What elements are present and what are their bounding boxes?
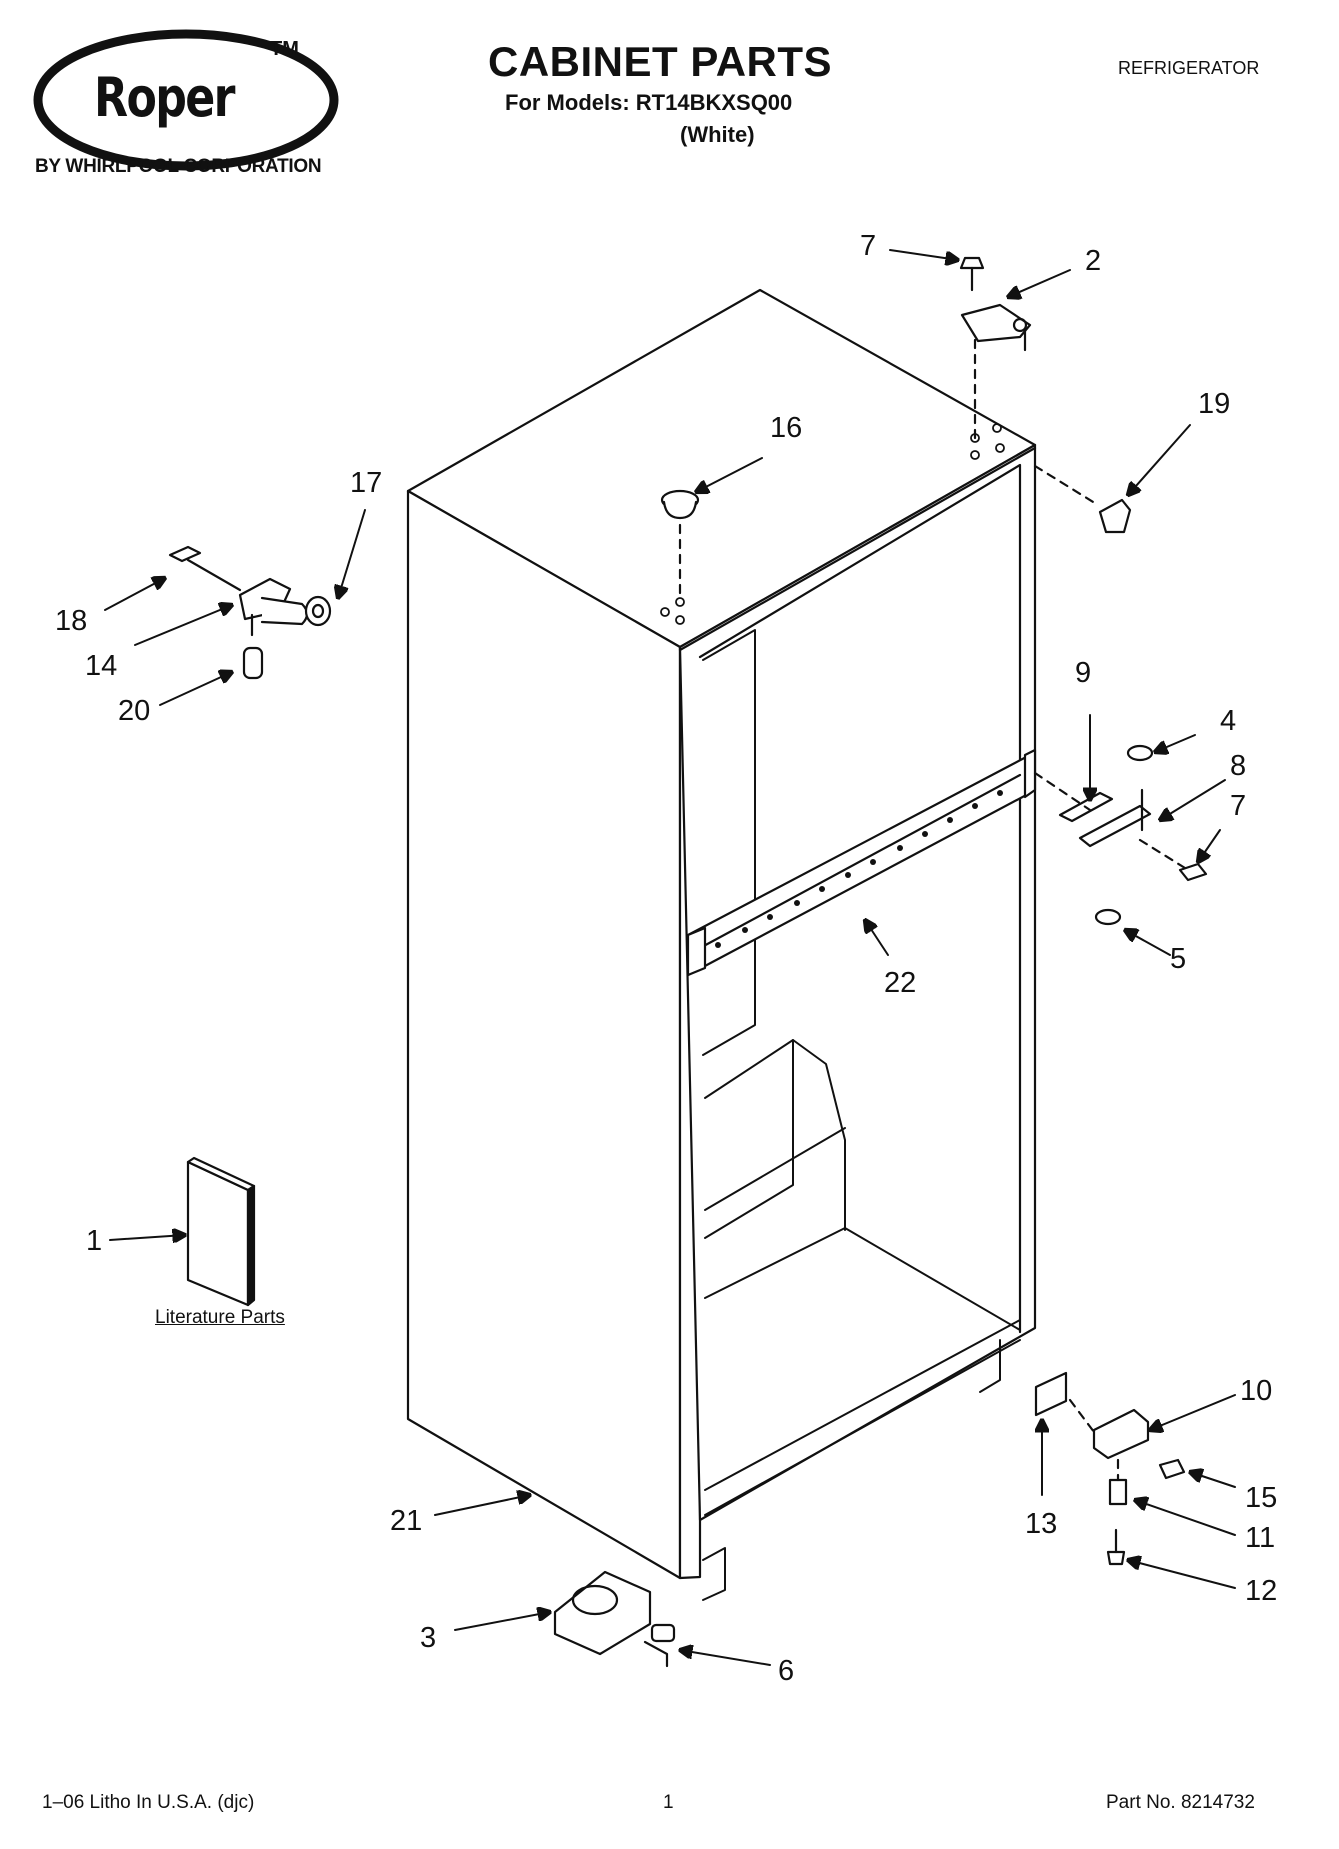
callout-13: 13	[1025, 1508, 1058, 1540]
leader-lines	[104, 249, 1236, 1666]
callout-15: 15	[1245, 1482, 1278, 1514]
callout-20: 20	[118, 695, 151, 727]
part-plug-icon	[660, 489, 700, 597]
logo-ellipse-icon	[33, 29, 339, 171]
callout-18: 18	[55, 605, 88, 637]
literature-booklet-icon	[186, 1156, 256, 1307]
top-hinge-icon	[959, 256, 1032, 442]
callout-10: 10	[1240, 1375, 1273, 1407]
variant-label: (White)	[680, 122, 755, 147]
callout-11: 11	[1245, 1522, 1276, 1554]
callout-2: 2	[1085, 245, 1102, 277]
part-number: Part No. 8214732	[1106, 1792, 1255, 1813]
center-hinge-parts-icon	[1033, 744, 1208, 926]
callout-17: 17	[350, 467, 383, 499]
cabinet-shell	[406, 288, 1037, 1580]
left-hinge-parts-icon	[168, 545, 332, 680]
hinge-cap-icon	[1033, 464, 1132, 534]
callout-4: 4	[1220, 705, 1237, 737]
trademark: TM	[270, 38, 299, 60]
top-holes	[660, 423, 1005, 625]
appliance-label: REFRIGERATOR	[1118, 58, 1260, 78]
interior-liner	[702, 629, 1021, 1601]
callout-8: 8	[1230, 750, 1247, 782]
callout-16: 16	[770, 412, 803, 444]
callout-21: 21	[390, 1505, 423, 1537]
literature-parts-label: Literature Parts	[155, 1307, 285, 1328]
callout-1: 1	[86, 1225, 103, 1257]
callout-7-top: 7	[860, 230, 877, 262]
leveler-bracket-icon	[553, 1570, 676, 1668]
page-number: 1	[663, 1792, 674, 1813]
models-line: For Models: RT14BKXSQ00	[505, 90, 793, 115]
callout-19: 19	[1198, 388, 1231, 420]
page-title: CABINET PARTS	[488, 38, 833, 85]
brand-name: Roper	[94, 66, 236, 129]
corporation-label: BY WHIRLPOOL CORPORATION	[35, 156, 322, 177]
callout-9: 9	[1075, 657, 1092, 689]
callout-3: 3	[420, 1622, 437, 1654]
callout-14: 14	[85, 650, 118, 682]
divider-rail	[686, 748, 1037, 977]
bottom-hinge-parts-icon	[1034, 1371, 1186, 1566]
callout-6: 6	[778, 1655, 795, 1687]
callout-22: 22	[884, 967, 917, 999]
callout-12: 12	[1245, 1575, 1278, 1607]
callout-7-middle: 7	[1230, 790, 1247, 822]
print-info: 1–06 Litho In U.S.A. (djc)	[42, 1792, 255, 1813]
callout-5: 5	[1170, 943, 1187, 975]
rail-holes	[715, 790, 1003, 948]
roper-logo: Roper TM	[28, 28, 358, 188]
